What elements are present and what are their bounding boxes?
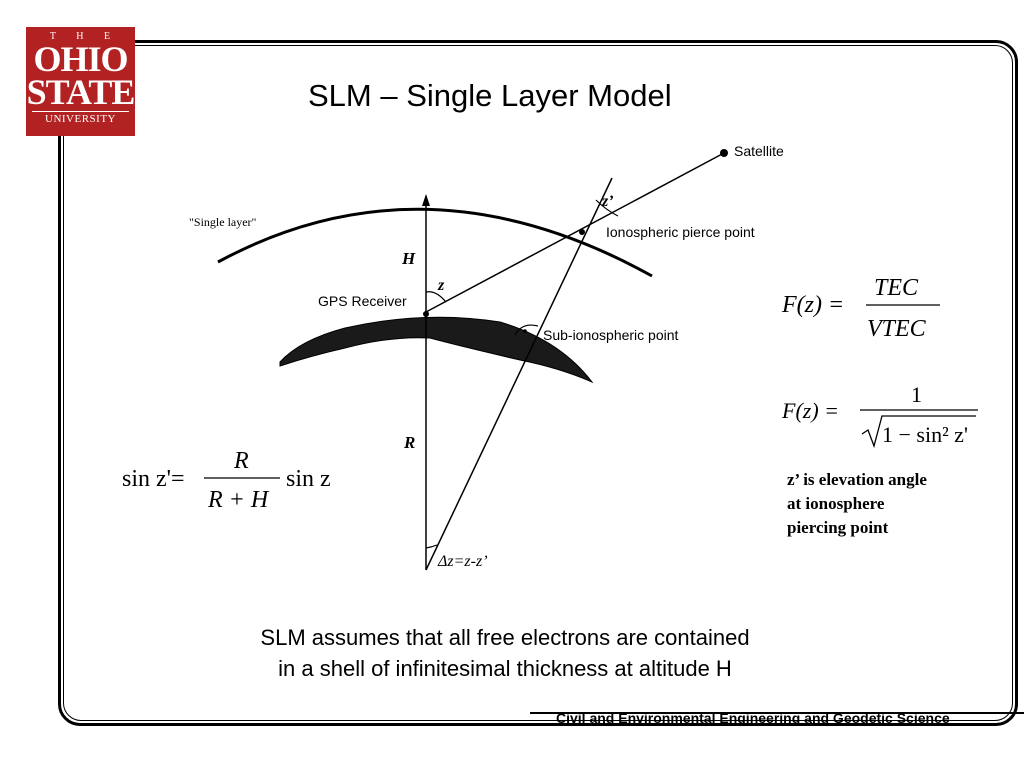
sqrt-radical-icon xyxy=(861,415,976,449)
logo-line-ohio: OHIO xyxy=(33,39,128,79)
satellite-dot xyxy=(720,149,728,157)
slide-caption: SLM assumes that all free electrons are … xyxy=(200,622,810,684)
angle-z-arc xyxy=(425,291,447,303)
satellite-label: Satellite xyxy=(734,143,784,159)
slide-title: SLM – Single Layer Model xyxy=(308,78,672,113)
elevation-angle-note: z’ is elevation angle at ionosphere pier… xyxy=(787,468,927,540)
single-layer-label: "Single layer" xyxy=(189,215,257,229)
delta-z-label: Δz=z-z’ xyxy=(437,553,488,570)
gps-receiver-label: GPS Receiver xyxy=(318,293,407,309)
formula-sin-denominator: R + H xyxy=(207,487,270,513)
single-layer-arc xyxy=(217,207,653,278)
z-label: z xyxy=(437,277,445,294)
slide-frame xyxy=(58,40,1018,726)
footer-rule xyxy=(530,712,1024,714)
line-of-sight xyxy=(425,152,725,313)
h-label: H xyxy=(401,249,416,268)
formula-mapping-lhs: F(z) = xyxy=(781,398,839,423)
sub-ionospheric-dot xyxy=(523,329,527,333)
logo-line-the: T H E xyxy=(49,31,120,42)
vertical-arrow-head xyxy=(422,194,430,206)
radial-line-ipp xyxy=(425,177,613,571)
caption-line-2: in a shell of infinitesimal thickness at… xyxy=(278,656,732,681)
receiver-dot xyxy=(423,311,429,317)
footer-department: Civil and Environmental Engineering and … xyxy=(556,710,950,726)
formula-ratio-denominator: VTEC xyxy=(867,316,927,342)
slide-frame-inner xyxy=(63,45,1013,721)
formula-ratio-lhs: F(z) = xyxy=(781,292,844,318)
formula-sin: sin z'= R R + H sin z xyxy=(122,448,331,513)
ohio-state-logo: T H E OHIO STATE UNIVERSITY xyxy=(26,27,135,136)
caption-line-1: SLM assumes that all free electrons are … xyxy=(260,625,750,650)
note-line-3: piercing point xyxy=(787,518,889,537)
angle-zprime-arc xyxy=(595,199,619,217)
formula-sin-rhs: sin z xyxy=(286,466,331,492)
sub-ionospheric-label: Sub-ionospheric point xyxy=(543,327,679,343)
formula-mapping: F(z) = 1 1 − sin² z' xyxy=(781,382,978,449)
ipp-dot xyxy=(579,229,585,235)
sub-ionospheric-marker xyxy=(514,324,539,336)
ipp-label: Ionospheric pierce point xyxy=(606,224,755,240)
logo-line-state: STATE xyxy=(26,72,136,112)
r-label: R xyxy=(403,433,415,452)
formula-ratio: F(z) = TEC VTEC xyxy=(781,275,940,342)
logo-line-university: UNIVERSITY xyxy=(32,111,129,126)
formula-sin-lhs: sin z'= xyxy=(122,466,185,492)
note-line-1: z’ is elevation angle xyxy=(787,470,927,489)
z-prime-label: z’ xyxy=(601,193,614,210)
formula-mapping-denominator: 1 − sin² z' xyxy=(882,422,968,447)
note-line-2: at ionosphere xyxy=(787,494,885,513)
formula-mapping-numerator: 1 xyxy=(911,382,922,407)
angle-delta-arc xyxy=(425,544,438,549)
formula-ratio-numerator: TEC xyxy=(874,275,919,301)
formula-sin-numerator: R xyxy=(233,448,249,474)
earth-surface xyxy=(279,316,594,384)
